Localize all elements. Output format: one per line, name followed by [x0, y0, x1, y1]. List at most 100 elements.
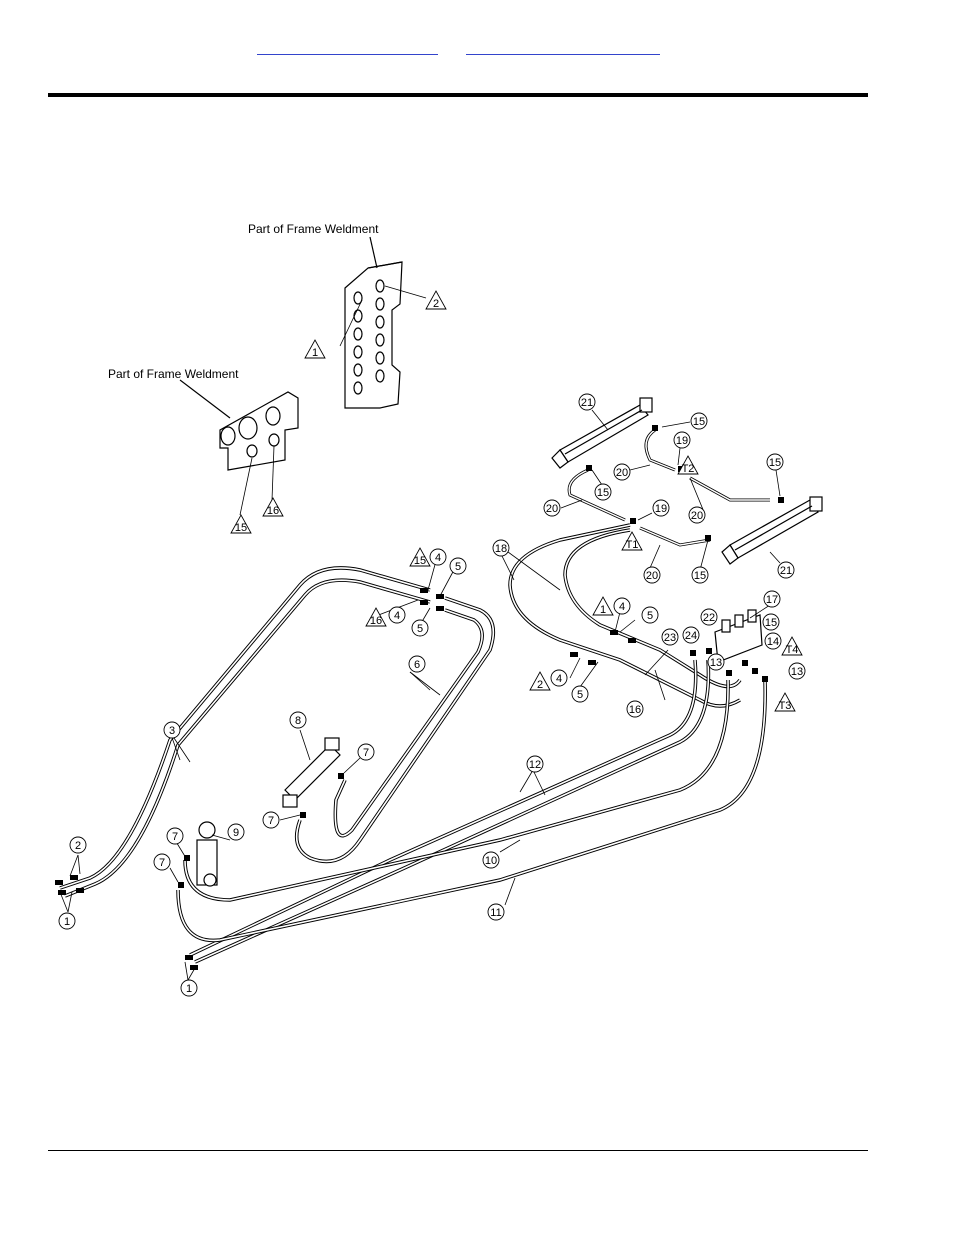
- callout-5: 5: [642, 607, 658, 623]
- callout-number: 1: [312, 347, 318, 359]
- callout-triangle-T3: T3: [775, 693, 795, 712]
- frame-plate-top: [345, 262, 402, 408]
- callout-3: 3: [164, 722, 180, 738]
- callout-number: 15: [414, 555, 426, 567]
- callout-number: 15: [235, 522, 247, 534]
- callout-number: T4: [786, 644, 799, 656]
- callout-triangle-1: 1: [593, 597, 613, 616]
- callout-number: 5: [647, 610, 653, 622]
- callout-triangle-1: 1: [305, 340, 325, 359]
- callout-number: T3: [779, 700, 792, 712]
- callout-number: 1: [64, 916, 70, 928]
- callout-number: 20: [691, 510, 703, 522]
- callout-8: 8: [290, 712, 306, 728]
- callout-7: 7: [154, 854, 170, 870]
- frame-plate-left: [220, 392, 298, 470]
- callout-number: 22: [703, 612, 715, 624]
- callout-15: 15: [692, 567, 708, 583]
- callout-triangle-15: 15: [410, 548, 430, 567]
- callout-number: 15: [769, 457, 781, 469]
- callout-number: 5: [577, 689, 583, 701]
- callout-number: 17: [766, 594, 778, 606]
- callout-13: 13: [789, 663, 805, 679]
- callout-number: 4: [619, 601, 625, 613]
- callout-5: 5: [572, 686, 588, 702]
- callout-number: 13: [710, 657, 722, 669]
- callout-20: 20: [544, 500, 560, 516]
- callout-number: 7: [363, 747, 369, 759]
- callout-number: 20: [546, 503, 558, 515]
- callout-number: 15: [597, 487, 609, 499]
- callout-15: 15: [595, 484, 611, 500]
- callout-9: 9: [228, 824, 244, 840]
- callout-number: 21: [780, 565, 792, 577]
- callout-number: 13: [791, 666, 803, 678]
- callout-number: 14: [767, 636, 779, 648]
- callout-number: 1: [600, 604, 606, 616]
- callout-number: 19: [655, 503, 667, 515]
- callout-number: 5: [417, 623, 423, 635]
- callout-number: 4: [556, 673, 562, 685]
- callout-4: 4: [430, 549, 446, 565]
- callout-6: 6: [409, 656, 425, 672]
- callout-number: 5: [455, 561, 461, 573]
- callout-number: 7: [172, 831, 178, 843]
- callout-triangle-2: 2: [530, 672, 550, 691]
- callout-number: 16: [629, 704, 641, 716]
- callout-4: 4: [551, 670, 567, 686]
- callout-11: 11: [488, 904, 504, 920]
- callout-number: T2: [682, 463, 695, 475]
- callout-triangle-T2: T2: [678, 456, 698, 475]
- label-frame-weldment-left: Part of Frame Weldment: [108, 367, 239, 381]
- callout-number: 4: [394, 610, 400, 622]
- callout-7: 7: [263, 812, 279, 828]
- callout-number: 1: [186, 983, 192, 995]
- callout-number: 21: [581, 397, 593, 409]
- callout-number: 15: [765, 617, 777, 629]
- callout-1: 1: [181, 980, 197, 996]
- callout-number: 7: [268, 815, 274, 827]
- callout-number: 15: [694, 570, 706, 582]
- callout-number: 12: [529, 759, 541, 771]
- callout-19: 19: [653, 500, 669, 516]
- callout-number: 20: [616, 467, 628, 479]
- callout-number: 19: [676, 435, 688, 447]
- callout-2: 2: [70, 837, 86, 853]
- callout-number: 24: [685, 630, 697, 642]
- callout-number: 9: [233, 827, 239, 839]
- callout-19: 19: [674, 432, 690, 448]
- callout-7: 7: [167, 828, 183, 844]
- callout-number: 10: [485, 855, 497, 867]
- cylinder-top: [552, 398, 652, 468]
- callout-number: 2: [433, 298, 439, 310]
- callout-triangle-16: 16: [366, 608, 386, 627]
- callout-10: 10: [483, 852, 499, 868]
- callout-number: 11: [490, 907, 501, 919]
- callout-number: 20: [646, 570, 658, 582]
- callout-triangle-T4: T4: [782, 637, 802, 656]
- callout-16: 16: [627, 701, 643, 717]
- callout-15: 15: [767, 454, 783, 470]
- callout-number: 3: [169, 725, 175, 737]
- callout-number: 16: [267, 505, 279, 517]
- callout-number: 23: [664, 632, 676, 644]
- callout-20: 20: [614, 464, 630, 480]
- callout-20: 20: [689, 507, 705, 523]
- callout-number: 18: [495, 543, 507, 555]
- callout-5: 5: [412, 620, 428, 636]
- cylinder-8: [283, 738, 340, 807]
- callout-20: 20: [644, 567, 660, 583]
- callout-triangle-16: 16: [263, 498, 283, 517]
- callout-triangle-T1: T1: [622, 532, 642, 551]
- callout-12: 12: [527, 756, 543, 772]
- callout-15: 15: [691, 413, 707, 429]
- callout-1: 1: [59, 913, 75, 929]
- callout-number: 4: [435, 552, 441, 564]
- callout-number: 8: [295, 715, 301, 727]
- callout-number: 7: [159, 857, 165, 869]
- callout-21: 21: [579, 394, 595, 410]
- callout-13: 13: [708, 654, 724, 670]
- callout-number: 16: [370, 615, 382, 627]
